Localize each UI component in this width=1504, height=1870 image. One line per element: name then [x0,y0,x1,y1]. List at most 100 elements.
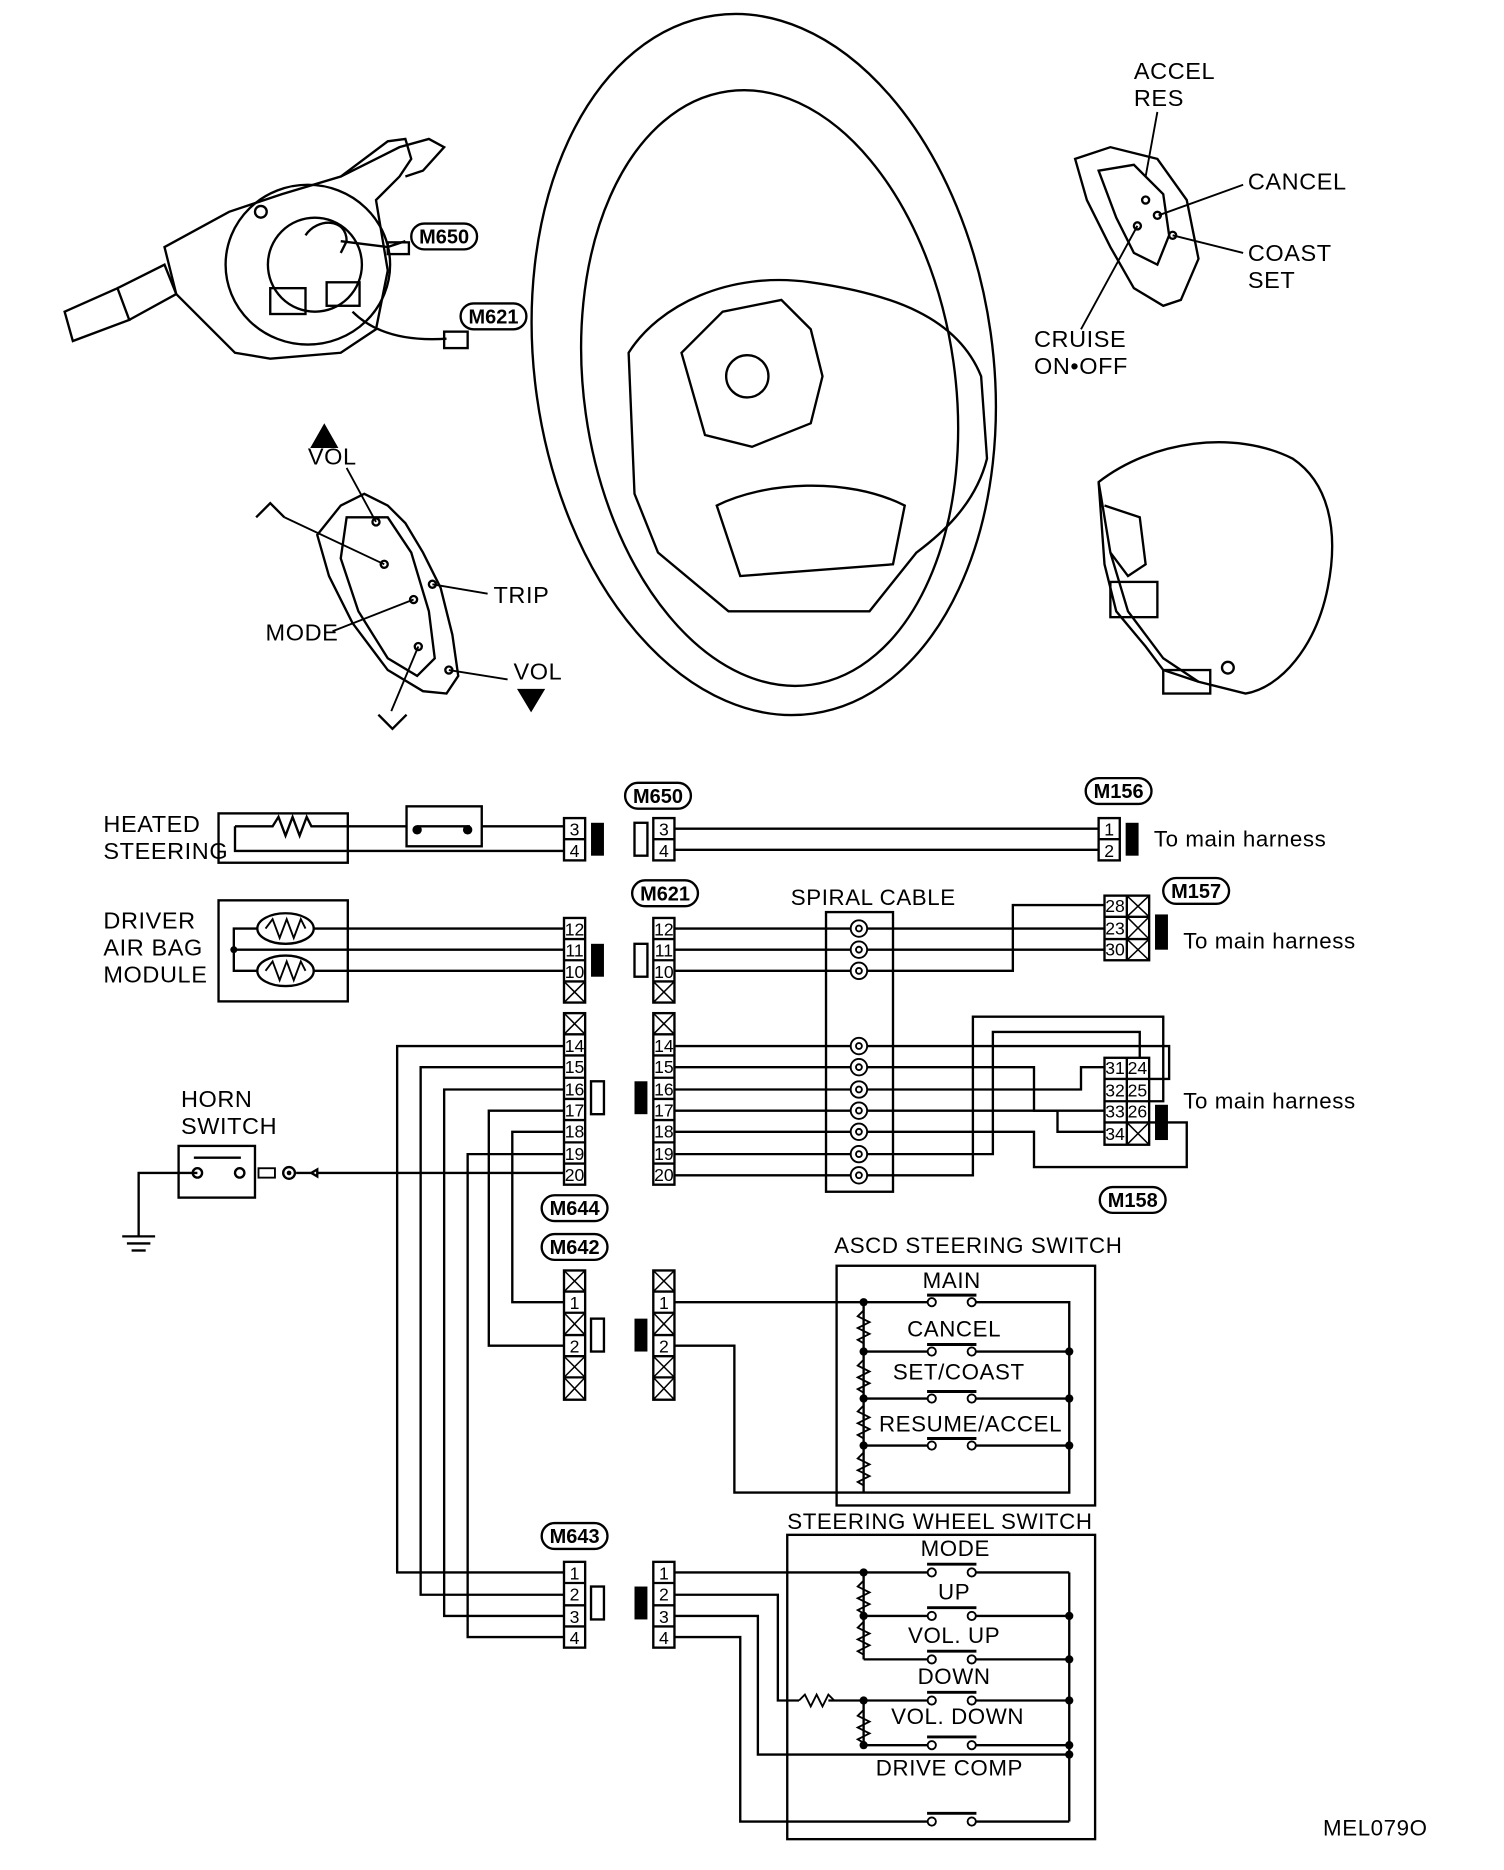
airbag-module-illustration [1097,441,1334,695]
heated-steering-component [217,805,483,864]
connector-m621-callout: M621 [459,302,528,331]
connector-m156-schematic: M156 1 2 [1084,776,1153,862]
m156-pin: 1 [1104,820,1114,840]
res-label: RES [1134,85,1184,111]
vol-down-arrow-icon [517,688,546,713]
connector-m650-schematic: M650 3 4 3 4 [562,781,693,862]
spiral-cable-component [824,910,895,1193]
ascd-button-label: RESUME/ACCEL [879,1411,1062,1436]
m643-tag: M643 [550,1526,600,1548]
vol-down-label: VOL [513,658,562,684]
m643-pin: 2 [659,1585,669,1605]
sws-button-label: MODE [921,1536,990,1561]
connector-m157-schematic: M157 28 23 30 [1103,876,1231,962]
m650-pin: 4 [570,841,580,861]
figure-id: MEL079O [1323,1816,1428,1841]
m644-pin: 19 [654,1144,674,1164]
m158-pin: 33 [1105,1102,1125,1122]
steering-wheel-illustration [530,12,998,717]
m644-pin: 19 [565,1144,585,1164]
m644-pin: 15 [565,1057,585,1077]
m644-pin: 17 [565,1101,585,1121]
airbag-label-3: MODULE [103,962,207,988]
m158-pin: 32 [1105,1081,1125,1101]
sws-button-label: VOL. UP [908,1623,1000,1648]
accel-label: ACCEL [1134,58,1215,84]
ascd-button-label: SET/COAST [893,1360,1025,1385]
connector-m621-schematic: M621 12 11 10 12 11 10 [562,879,700,1004]
m621-pin: 11 [655,941,673,961]
coast-label: COAST [1248,240,1332,266]
cruise-label: CRUISE [1034,326,1126,352]
sws-button-label: VOL. DOWN [891,1704,1024,1729]
m644-pin: 17 [654,1101,674,1121]
connector-m621-label: M621 [469,306,519,328]
m644-pin: 20 [654,1165,674,1185]
horn-label-1: HORN [181,1086,253,1112]
connector-m650-callout: M650 [410,222,479,251]
to-main-harness-label: To main harness [1183,929,1356,954]
m158-pin: 25 [1128,1081,1148,1101]
m158-tag: M158 [1108,1190,1158,1212]
m156-tag: M156 [1094,781,1144,803]
ascd-button-label: MAIN [923,1268,981,1293]
m642-pin: 2 [659,1337,669,1357]
m644-pin: 20 [565,1165,585,1185]
m642-pin: 2 [570,1337,580,1357]
m621-pin: 10 [654,962,674,982]
m644-pin: 15 [654,1057,674,1077]
m650-pin: 3 [659,820,669,840]
ascd-switch-component [674,1264,1097,1507]
m157-pin: 30 [1105,940,1125,960]
m650-pin: 3 [570,820,580,840]
spiral-cable-label: SPIRAL CABLE [791,885,956,910]
connector-m643-schematic: M643 1 2 3 4 1 2 3 4 [540,1521,676,1649]
m621-pin: 12 [654,920,674,940]
m643-pin: 2 [570,1585,580,1605]
combination-switch-illustration [63,137,469,360]
steering-wheel-switch-component [674,1533,1097,1841]
m643-pin: 3 [570,1607,580,1627]
airbag-label-2: AIR BAG [103,935,202,961]
m621-pin: 12 [565,920,585,940]
connector-m642-schematic: M642 1 2 1 2 [540,1232,676,1401]
down-chevron-icon [377,713,408,731]
heated-steering-label-2: STEERING [103,838,228,864]
trip-label: TRIP [493,582,549,608]
ascd-switch-label: ASCD STEERING SWITCH [834,1233,1122,1258]
steering-wheel-switch-label: STEERING WHEEL SWITCH [787,1509,1092,1534]
vol-up-label: VOL [308,443,357,469]
m158-pin: 34 [1105,1124,1125,1144]
m644-pin: 14 [565,1036,585,1056]
m644-pin: 14 [654,1036,674,1056]
to-main-harness-label: To main harness [1183,1088,1356,1113]
m157-pin: 28 [1105,896,1125,916]
cancel-label: CANCEL [1248,168,1347,194]
m650-pin: 4 [659,841,669,861]
mode-label: MODE [266,620,339,646]
m157-pin: 23 [1105,918,1125,938]
m642-pin: 1 [570,1293,580,1313]
m643-pin: 4 [659,1628,669,1648]
m650-tag: M650 [633,786,683,808]
m642-pin: 1 [659,1293,669,1313]
ascd-button-label: CANCEL [907,1316,1001,1341]
horn-switch-component [122,1144,319,1252]
m621-pin: 10 [565,962,585,982]
m621-tag: M621 [640,883,690,905]
sws-button-label: DOWN [918,1664,991,1689]
to-main-harness-label: To main harness [1154,826,1327,851]
m621-pin: 11 [565,941,583,961]
sws-button-label: UP [938,1579,970,1604]
m643-pin: 3 [659,1607,669,1627]
heated-steering-label-1: HEATED [103,811,200,837]
set-label: SET [1248,267,1295,293]
airbag-label-1: DRIVER [103,908,195,934]
audio-switch-illustration [315,492,460,695]
m644-pin: 16 [565,1079,585,1099]
horn-label-2: SWITCH [181,1113,277,1139]
connector-m650-label: M650 [419,227,469,249]
connector-m644-schematic: M644 14 15 16 17 18 19 20 14 15 16 17 18… [540,1011,676,1223]
m644-pin: 18 [565,1122,585,1142]
